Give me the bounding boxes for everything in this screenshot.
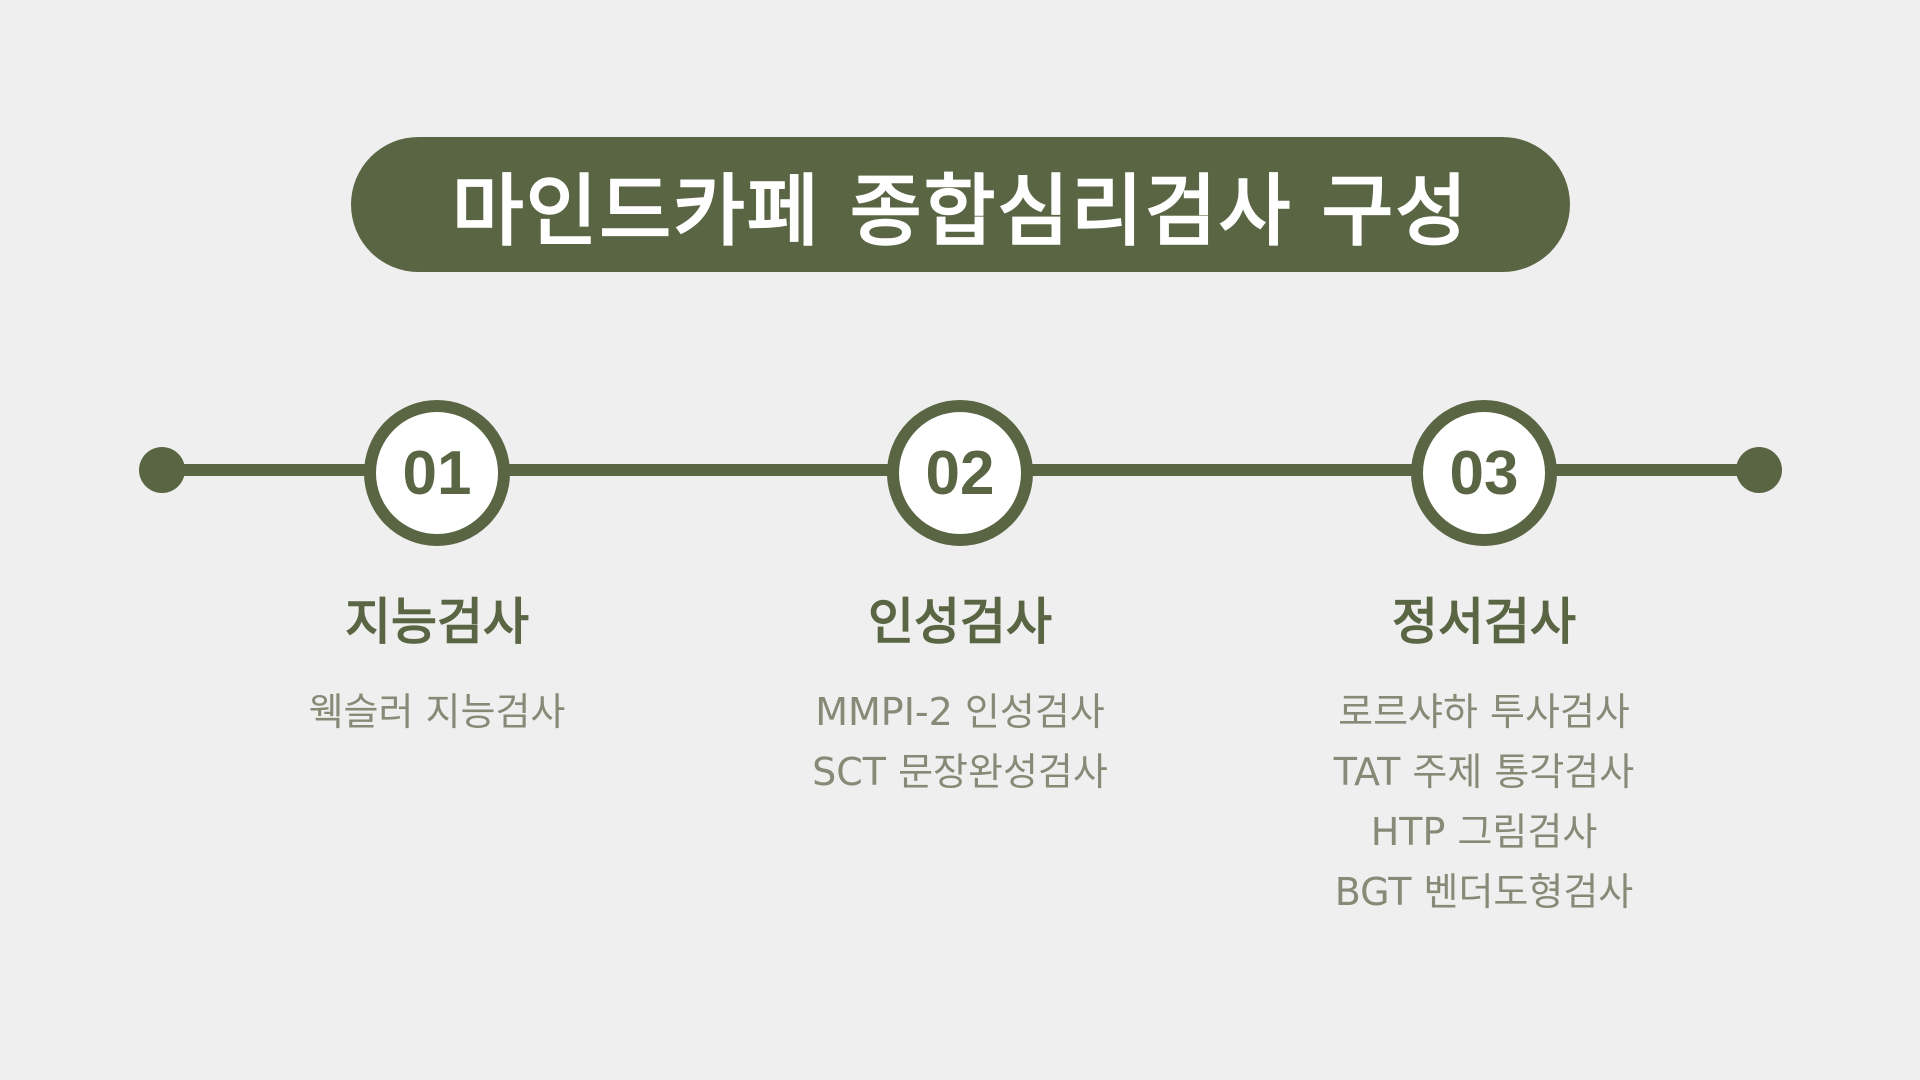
step-heading: 정서검사 xyxy=(1392,593,1576,651)
step-number: 03 xyxy=(1449,438,1519,508)
list-item: BGT 벤더도형검사 xyxy=(1334,870,1634,914)
step-number-badge: 01 xyxy=(364,400,510,546)
list-item: 로르샤하 투사검사 xyxy=(1338,690,1630,734)
timeline-start-dot xyxy=(139,447,185,493)
step-number: 01 xyxy=(402,438,472,508)
step-number: 02 xyxy=(925,438,995,508)
step-intelligence: 01 지능검사 웩슬러 지능검사 xyxy=(177,400,697,742)
list-item: 웩슬러 지능검사 xyxy=(308,690,566,734)
step-number-badge: 03 xyxy=(1411,400,1557,546)
timeline-end-dot xyxy=(1736,447,1782,493)
list-item: MMPI-2 인성검사 xyxy=(815,690,1105,734)
list-item: TAT 주제 통각검사 xyxy=(1333,750,1635,794)
list-item: HTP 그림검사 xyxy=(1370,810,1598,854)
step-heading: 인성검사 xyxy=(868,593,1052,651)
step-number-badge: 02 xyxy=(887,400,1033,546)
list-item: SCT 문장완성검사 xyxy=(812,750,1108,794)
step-emotion: 03 정서검사 로르샤하 투사검사 TAT 주제 통각검사 HTP 그림검사 B… xyxy=(1224,400,1744,922)
step-heading: 지능검사 xyxy=(345,593,529,651)
step-item-list: 웩슬러 지능검사 xyxy=(309,682,566,742)
step-item-list: 로르샤하 투사검사 TAT 주제 통각검사 HTP 그림검사 BGT 벤더도형검… xyxy=(1334,682,1634,922)
step-item-list: MMPI-2 인성검사 SCT 문장완성검사 xyxy=(812,682,1108,802)
title-banner: 마인드카페 종합심리검사 구성 xyxy=(351,137,1570,272)
step-personality: 02 인성검사 MMPI-2 인성검사 SCT 문장완성검사 xyxy=(700,400,1220,802)
page-title: 마인드카페 종합심리검사 구성 xyxy=(451,166,1470,257)
